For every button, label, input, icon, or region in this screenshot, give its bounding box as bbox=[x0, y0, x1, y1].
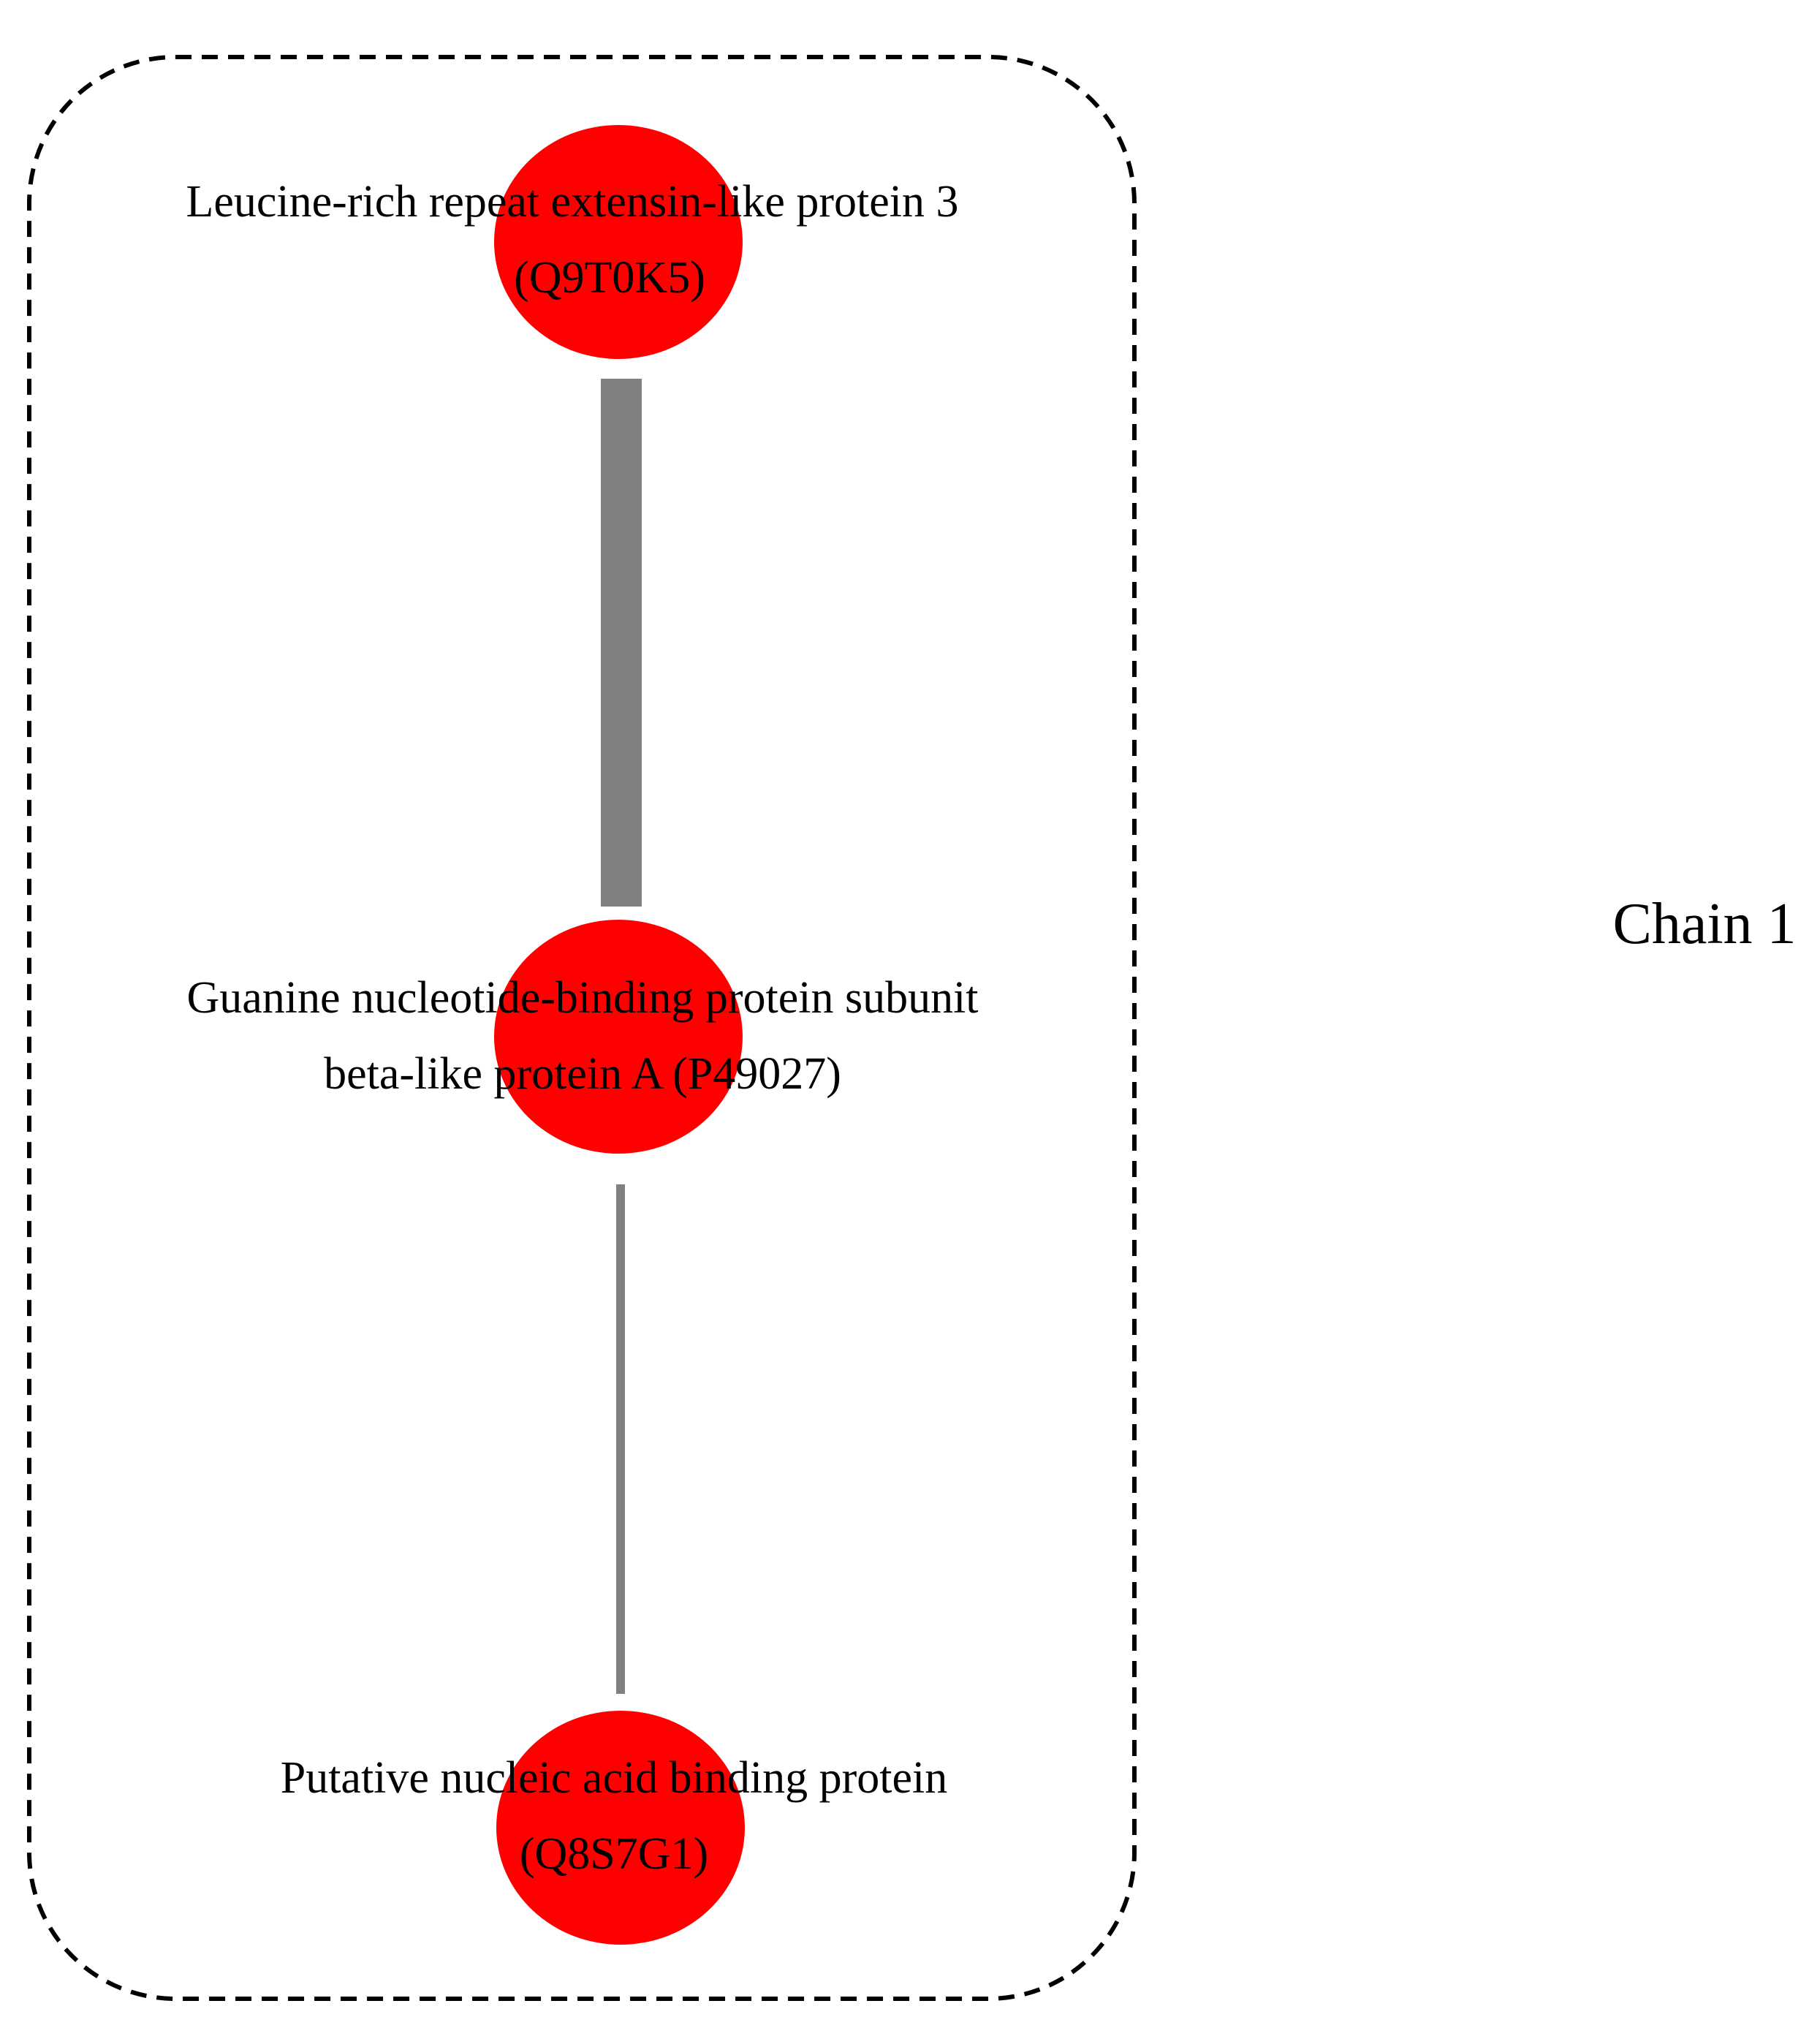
edge-p49027-q8s7g1 bbox=[616, 1184, 625, 1694]
node-p49027[interactable] bbox=[494, 920, 743, 1154]
node-p49027-label-line2: beta-like protein A (P49027) bbox=[324, 1049, 841, 1099]
node-p49027-label-line1: Guanine nucleotide-binding protein subun… bbox=[186, 973, 978, 1023]
edge-q9t0k5-p49027 bbox=[601, 379, 642, 907]
chain-group-border bbox=[27, 55, 1137, 2001]
node-q9t0k5-label-line1: Leucine-rich repeat extensin-like protei… bbox=[186, 177, 959, 227]
chain-label: Chain 1 bbox=[1612, 892, 1796, 956]
node-q9t0k5-label-line2: (Q9T0K5) bbox=[514, 253, 705, 303]
node-q9t0k5[interactable] bbox=[494, 125, 743, 359]
node-q8s7g1-label-line1: Putative nucleic acid binding protein bbox=[281, 1753, 948, 1803]
node-q8s7g1[interactable] bbox=[496, 1711, 745, 1945]
node-q8s7g1-label-line2: (Q8S7G1) bbox=[520, 1829, 708, 1879]
